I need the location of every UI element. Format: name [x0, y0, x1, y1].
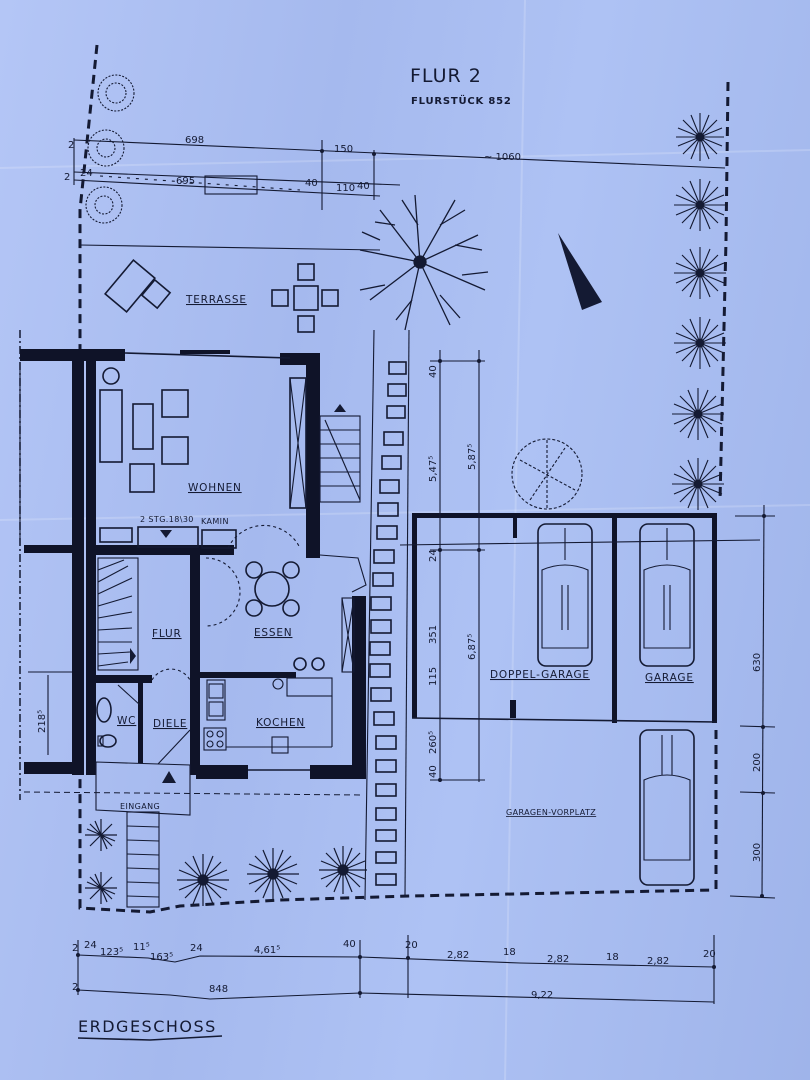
bottom-dimensions: 2 24 123⁵ 11⁵ 163⁵ 24 4,61⁵ 40 20 2,82 1… — [72, 935, 716, 1004]
dim-282: 2,82 — [447, 950, 469, 961]
dim-150: 150 — [334, 144, 353, 155]
dim-848: 848 — [209, 984, 228, 995]
dim-40: 40 — [357, 181, 370, 192]
outside-stair — [319, 404, 361, 503]
room-label-flur: FLUR — [152, 628, 182, 640]
room-label-essen: ESSEN — [254, 627, 292, 639]
palm-shrub-icons — [672, 113, 726, 510]
dim-24: 24 — [84, 940, 97, 951]
round-tree-icon — [511, 438, 583, 510]
stair-arrow-icon — [160, 530, 172, 538]
dim-587: 5,87⁵ — [467, 444, 478, 470]
dim-115: 115 — [428, 667, 439, 686]
room-label-wc: WC — [117, 715, 136, 727]
stepping-stones — [364, 329, 410, 901]
car-icon — [639, 729, 695, 886]
dim-40: 40 — [343, 939, 356, 950]
dim-24: 24 — [428, 549, 439, 562]
dim-163: 163⁵ — [150, 952, 173, 963]
dim-687: 6,87⁵ — [467, 634, 478, 660]
north-arrow-icon — [558, 233, 602, 310]
header-title: FLUR 2 — [410, 65, 482, 87]
living-furniture — [99, 367, 307, 549]
room-label-garage: GARAGE — [645, 672, 694, 684]
paper-fold — [0, 504, 810, 521]
dim-18: 18 — [503, 947, 516, 958]
terrace-furniture — [104, 259, 339, 333]
dim-24: 24 — [190, 943, 203, 954]
paper-fold — [504, 0, 526, 1080]
dim-461: 4,61⁵ — [254, 945, 280, 956]
property-boundary-right — [718, 81, 730, 501]
dining-furniture — [205, 524, 367, 673]
dim-11: 11⁵ — [133, 942, 150, 953]
window-line — [124, 352, 291, 359]
dim-218: 218⁵ — [37, 710, 48, 733]
garage-dimensions: 40 5,47⁵ 5,87⁵ 24 351 6,87⁵ 115 260⁵ 40 — [428, 350, 485, 782]
dim-630: 630 — [752, 653, 763, 672]
dim-24: 24 — [80, 168, 93, 179]
dim-18: 18 — [606, 952, 619, 963]
door-swing — [157, 729, 191, 765]
dim-282: 2,82 — [547, 954, 569, 965]
door-swing — [151, 668, 191, 681]
house-walls — [20, 349, 366, 779]
dim-2: 2 — [72, 982, 78, 993]
dim-2: 2 — [64, 172, 70, 183]
room-label-eingang: EINGANG — [120, 802, 160, 811]
dim-698: 698 — [185, 135, 204, 146]
shrub-icons — [85, 74, 135, 224]
room-label-doppel-garage: DOPPEL-GARAGE — [490, 669, 590, 681]
dim-695: 695 — [176, 176, 195, 187]
dim-1060: ~ 1060 — [484, 152, 521, 163]
paper-fold — [0, 149, 810, 169]
top-dimensions: 698 150 ~ 1060 695 40 110 40 2 2 24 — [64, 135, 726, 251]
header-subtitle: FLURSTÜCK 852 — [411, 93, 512, 107]
dim-40: 40 — [305, 178, 318, 189]
kitchen-fixtures — [203, 677, 333, 771]
car-icon — [639, 523, 695, 667]
dim-282: 2,82 — [647, 956, 669, 967]
garage-walls — [399, 513, 761, 723]
dim-351: 351 — [428, 625, 439, 644]
dim-20: 20 — [703, 949, 716, 960]
dim-20: 20 — [405, 940, 418, 951]
stair-note: 2 STG.18\30 — [140, 515, 194, 524]
dim-547: 5,47⁵ — [428, 456, 439, 482]
bottom-shrub-icons — [85, 819, 367, 906]
staircase — [97, 557, 139, 671]
dim-123: 123⁵ — [100, 947, 123, 958]
plan-title: ERDGESCHOSS — [78, 1017, 217, 1036]
entrance — [23, 761, 363, 908]
dim-2: 2 — [68, 140, 74, 151]
dim-40: 40 — [428, 765, 439, 778]
property-boundary — [78, 44, 715, 914]
room-label-kochen: KOCHEN — [256, 717, 305, 729]
dim-200: 200 — [752, 753, 763, 772]
tree-icon — [359, 194, 489, 331]
dim-922: 9,22 — [531, 990, 553, 1001]
dim-260: 260⁵ — [428, 731, 439, 754]
room-label-kamin: KAMIN — [201, 517, 229, 526]
car-icon — [537, 523, 593, 667]
dim-300: 300 — [752, 843, 763, 862]
room-label-wohnen: WOHNEN — [188, 482, 242, 494]
dim-110: 110 — [336, 183, 355, 194]
room-label-garagen-vorplatz: GARAGEN-VORPLATZ — [506, 808, 596, 817]
dim-2: 2 — [72, 943, 78, 954]
title-underline — [77, 1035, 223, 1041]
room-label-diele: DIELE — [153, 718, 187, 730]
right-dimensions: 630 200 300 — [729, 504, 776, 899]
wc-fixtures — [96, 684, 141, 748]
room-label-terrasse: TERRASSE — [185, 294, 247, 306]
dim-40: 40 — [428, 365, 439, 378]
